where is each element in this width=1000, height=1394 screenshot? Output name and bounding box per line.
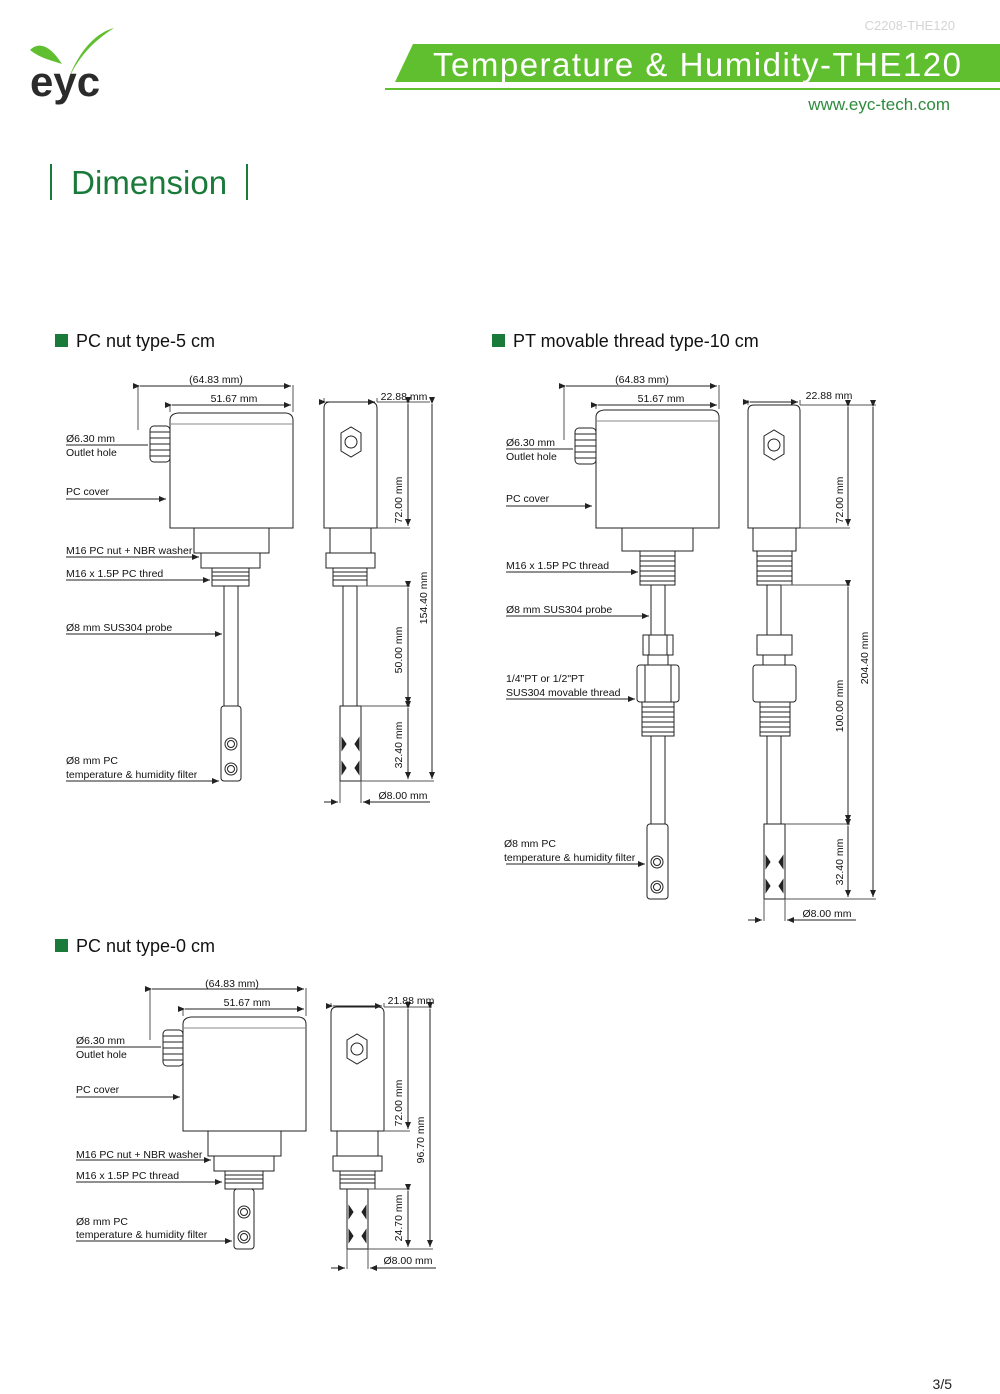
dim-probe-dia: Ø8.00 mm — [378, 790, 427, 802]
label-cover: PC cover — [66, 486, 110, 498]
title-bar-left — [50, 164, 52, 200]
dim-body-height: 72.00 mm — [393, 476, 405, 523]
dim-body-height: 72.00 mm — [393, 1079, 405, 1126]
label-cover: PC cover — [506, 493, 550, 505]
labels-pc5: (64.83 mm) 51.67 mm 22.88 mm 72.00 mm 15… — [66, 374, 430, 802]
section-title-text: Dimension — [71, 164, 228, 201]
dim-total-height: 96.70 mm — [415, 1116, 427, 1163]
doc-code: C2208-THE120 — [864, 18, 955, 33]
label-thread: M16 x 1.5P PC thread — [76, 1170, 179, 1182]
bullet-square-icon — [55, 939, 68, 952]
heading-pc5: PC nut type-5 cm — [55, 331, 215, 352]
label-nut: M16 PC nut + NBR washer — [66, 545, 193, 557]
label-filter-2: temperature & humidity filter — [76, 1229, 208, 1241]
dim-side-width: 21.88 mm — [388, 995, 435, 1007]
dim-side-width: 22.88 mm — [381, 391, 428, 403]
label-outlet-hole: Outlet hole — [76, 1049, 127, 1061]
logo: eyc — [28, 26, 116, 106]
labels-pt10: (64.83 mm) 51.67 mm 22.88 mm 72.00 mm 20… — [504, 374, 871, 920]
dim-probe-length: 100.00 mm — [834, 679, 846, 732]
drawing-pt10 — [506, 383, 876, 923]
label-outlet-hole: Outlet hole — [66, 447, 117, 459]
section-title: Dimension — [50, 164, 249, 202]
label-movable: 1/4"PT or 1/2"PT — [506, 673, 585, 685]
label-movable-2: SUS304 movable thread — [506, 687, 621, 699]
label-outlet: Ø6.30 mm — [506, 437, 555, 449]
dim-body-width: 51.67 mm — [211, 393, 258, 405]
label-filter: Ø8 mm PC — [66, 755, 118, 767]
dim-probe-length: 50.00 mm — [393, 626, 405, 673]
label-probe: Ø8 mm SUS304 probe — [506, 604, 612, 616]
label-filter: Ø8 mm PC — [504, 838, 556, 850]
dim-total-height: 204.40 mm — [859, 631, 871, 684]
bullet-square-icon — [55, 334, 68, 347]
dim-body-width: 51.67 mm — [638, 393, 685, 405]
logo-text: eyc — [30, 58, 100, 105]
dim-probe-dia: Ø8.00 mm — [383, 1255, 432, 1267]
dim-body-width: 51.67 mm — [224, 997, 271, 1009]
dim-overall-width: (64.83 mm) — [189, 374, 243, 386]
dim-side-width: 22.88 mm — [806, 390, 853, 402]
page-number: 3/5 — [932, 1376, 952, 1392]
dim-filter-length: 24.70 mm — [393, 1194, 405, 1241]
dim-filter-length: 32.40 mm — [393, 721, 405, 768]
dim-overall-width: (64.83 mm) — [205, 978, 259, 990]
label-nut: M16 PC nut + NBR washer — [76, 1149, 203, 1161]
label-filter-2: temperature & humidity filter — [504, 852, 636, 864]
label-filter-2: temperature & humidity filter — [66, 769, 198, 781]
label-outlet: Ø6.30 mm — [66, 433, 115, 445]
label-probe: Ø8 mm SUS304 probe — [66, 622, 172, 634]
label-outlet: Ø6.30 mm — [76, 1035, 125, 1047]
title-banner: Temperature & Humidity-THE120 — [385, 44, 1000, 92]
drawing-pc0 — [76, 986, 436, 1271]
label-thread: M16 x 1.5P PC thred — [66, 568, 163, 580]
page-title: Temperature & Humidity-THE120 — [433, 46, 963, 83]
website-link[interactable]: www.eyc-tech.com — [808, 95, 950, 114]
title-bar-right — [246, 164, 249, 200]
label-outlet-hole: Outlet hole — [506, 451, 557, 463]
logo-leaf-icon — [30, 45, 62, 64]
bullet-square-icon — [492, 334, 505, 347]
dim-filter-length: 32.40 mm — [834, 838, 846, 885]
dim-total-height: 154.40 mm — [418, 571, 430, 624]
heading-pt10: PT movable thread type-10 cm — [492, 331, 759, 352]
label-cover: PC cover — [76, 1084, 120, 1096]
label-thread: M16 x 1.5P PC thread — [506, 560, 609, 572]
dim-overall-width: (64.83 mm) — [615, 374, 669, 386]
label-filter: Ø8 mm PC — [76, 1216, 128, 1228]
dim-body-height: 72.00 mm — [834, 476, 846, 523]
drawing-pc5 — [66, 383, 435, 805]
dim-probe-dia: Ø8.00 mm — [802, 908, 851, 920]
labels-pc0: (64.83 mm) 51.67 mm 21.88 mm 72.00 mm 96… — [76, 978, 435, 1267]
heading-pc0: PC nut type-0 cm — [55, 936, 215, 957]
